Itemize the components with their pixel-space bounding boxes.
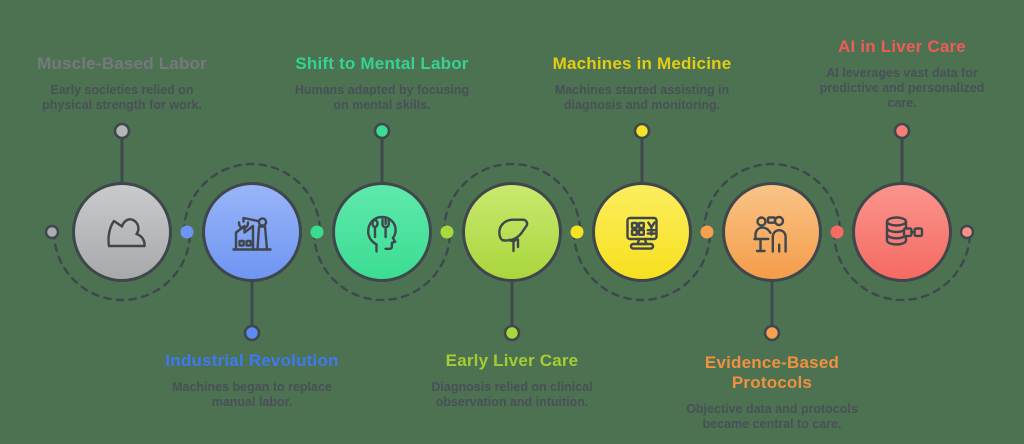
item-description: Machines began to replace manual labor. [172, 380, 332, 409]
connector-dot [700, 225, 714, 239]
label-industrial-revolution: Industrial Revolution Machines began to … [142, 351, 362, 410]
doctor-patient-icon [753, 215, 787, 253]
node-early-liver-care [442, 162, 582, 342]
item-title: AI in Liver Care [838, 37, 966, 56]
item-title: Shift to Mental Labor [295, 54, 469, 73]
item-title: Evidence-Based Protocols [704, 353, 840, 392]
item-title: Muscle-Based Labor [37, 54, 207, 73]
item-description: Objective data and protocols became cent… [686, 402, 858, 431]
node-shift-to-mental-labor [312, 122, 452, 302]
dashed-orbit-arc [702, 162, 842, 234]
node-evidence-based-protocols [702, 162, 842, 342]
label-shift-to-mental-labor: Shift to Mental Labor Humans adapted by … [272, 54, 492, 113]
label-machines-in-medicine: Machines in Medicine Machines started as… [532, 54, 752, 113]
stem-dot [113, 122, 131, 140]
node-machines-in-medicine [572, 122, 712, 302]
milestone-circle [592, 182, 692, 282]
item-description: Humans adapted by focusing on mental ski… [294, 83, 470, 112]
liver-icon [498, 218, 529, 253]
dashed-orbit-arc [572, 230, 712, 302]
item-title: Early Liver Care [445, 351, 579, 370]
stem-dot [373, 122, 391, 140]
connector-dot [959, 224, 975, 240]
node-industrial-revolution [182, 162, 322, 342]
medical-monitor-icon [626, 216, 658, 250]
dashed-orbit-arc [832, 230, 972, 302]
stem-dot [633, 122, 651, 140]
label-muscle-based-labor: Muscle-Based Labor Early societies relie… [12, 54, 232, 113]
connector-dot [180, 225, 194, 239]
stem-dot [243, 324, 261, 342]
item-description: Machines started assisting in diagnosis … [554, 83, 730, 112]
dashed-orbit-arc [52, 230, 192, 302]
milestone-circle [722, 182, 822, 282]
label-early-liver-care: Early Liver Care Diagnosis relied on cli… [402, 351, 622, 410]
dashed-orbit-arc [182, 162, 322, 234]
dashed-orbit-arc [442, 162, 582, 234]
connector-dot [310, 225, 324, 239]
stem-dot [893, 122, 911, 140]
flexed-bicep-icon [107, 218, 146, 248]
dashed-orbit-arc [312, 230, 452, 302]
item-title: Industrial Revolution [165, 351, 339, 370]
label-ai-in-liver-care: AI in Liver Care AI leverages vast data … [792, 37, 1012, 111]
stem-dot [503, 324, 521, 342]
item-description: AI leverages vast data for predictive an… [819, 66, 985, 110]
connector-dot [44, 224, 60, 240]
connector-dot [570, 225, 584, 239]
stem-dot [763, 324, 781, 342]
node-muscle-based-labor [52, 122, 192, 302]
milestone-circle [72, 182, 172, 282]
label-evidence-based-protocols: Evidence-Based Protocols Objective data … [662, 353, 882, 432]
item-description: Diagnosis relied on clinical observation… [431, 380, 593, 409]
item-title: Machines in Medicine [552, 54, 732, 73]
node-ai-in-liver-care [832, 122, 972, 302]
milestone-circle [332, 182, 432, 282]
connector-dot [830, 225, 844, 239]
item-description: Early societies relied on physical stren… [42, 83, 202, 112]
database-link-icon [885, 216, 924, 246]
connector-dots [44, 224, 975, 240]
connector-dot [440, 225, 454, 239]
head-fork-spoon-icon [367, 215, 397, 253]
milestone-circle [462, 182, 562, 282]
factory-robot-arm-icon [232, 216, 272, 251]
